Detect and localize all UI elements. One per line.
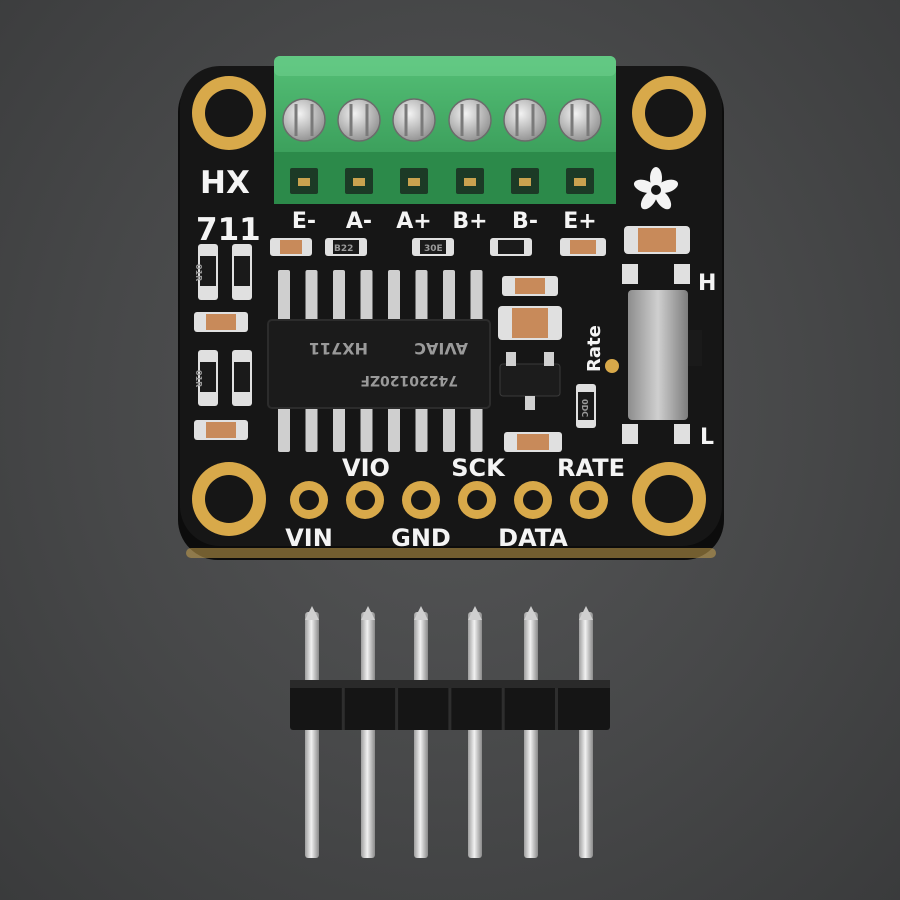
- header-pad-2: [346, 481, 384, 519]
- header-bottom-label-1: VIN: [285, 524, 333, 552]
- header-bottom-label-3: DATA: [498, 524, 568, 552]
- chip-pin: [470, 406, 483, 452]
- terminal-label-6: E+: [563, 209, 596, 234]
- mounting-hole-top-left: [192, 76, 266, 150]
- header-pins: [290, 606, 610, 858]
- header-pin-2: [361, 606, 375, 858]
- board-name-line1: HX: [200, 165, 250, 201]
- header-pad-4: [458, 481, 496, 519]
- terminal-screw-2: [337, 98, 381, 194]
- chip-pin: [305, 270, 318, 322]
- header-bottom-label-2: GND: [391, 524, 451, 552]
- header-pin-5: [524, 606, 538, 858]
- switch-rate-label: Rate: [584, 325, 605, 372]
- chip-code: 74220120ZF: [360, 372, 458, 388]
- terminal-screw-6: [558, 98, 602, 194]
- chip-pin: [470, 270, 483, 322]
- terminal-label-5: B-: [512, 209, 538, 234]
- chip-pin: [443, 270, 455, 322]
- header-pad-5: [514, 481, 552, 519]
- header-pin-3: [414, 606, 428, 858]
- terminal-label-4: B+: [452, 209, 487, 234]
- resistor-code-01r-a: 01R: [194, 264, 203, 281]
- terminal-screws: [282, 98, 602, 194]
- terminal-screw-4: [448, 98, 492, 194]
- header-labels: VIO SCK RATE VIN GND DATA: [285, 454, 625, 552]
- mounting-hole-bottom-right: [632, 462, 706, 536]
- rate-test-pad: [605, 359, 619, 373]
- resistor-code-30e: 30E: [424, 244, 443, 254]
- header-pad-1: [290, 481, 328, 519]
- chip-pin: [333, 270, 345, 322]
- chip-pin: [278, 406, 290, 452]
- chip-pin: [360, 406, 373, 452]
- header-pin-1: [305, 606, 319, 858]
- header-pads: [290, 481, 608, 519]
- terminal-block: [274, 56, 616, 204]
- chip-pin: [360, 270, 373, 322]
- header-top-label-2: SCK: [451, 454, 506, 482]
- chip-pin: [305, 406, 318, 452]
- terminal-labels: E- A- A+ B+ B- E+: [292, 209, 597, 234]
- mounting-hole-top-right: [632, 76, 706, 150]
- resistor-code-0dc: 0DC: [580, 399, 589, 417]
- chip-pin: [278, 270, 290, 322]
- chip-pin: [388, 270, 400, 322]
- terminal-label-2: A-: [346, 209, 372, 234]
- rate-slide-switch: [622, 264, 702, 444]
- header-top-label-3: RATE: [557, 454, 625, 482]
- chip-pin: [443, 406, 455, 452]
- board-name-line2: 711: [196, 212, 261, 248]
- switch-low-label: L: [700, 425, 714, 450]
- chip-pin: [388, 406, 400, 452]
- header-pin-6: [579, 606, 593, 858]
- header-plastic-strip: [290, 680, 610, 730]
- header-pin-4: [468, 606, 482, 858]
- resistor-code-b22: B22: [334, 244, 353, 254]
- chip-pin: [415, 406, 428, 452]
- chip-pins: [278, 270, 483, 452]
- header-pad-3: [402, 481, 440, 519]
- header-pad-6: [570, 481, 608, 519]
- terminal-label-1: E-: [292, 209, 316, 234]
- terminal-screw-1: [282, 98, 326, 194]
- chip-model: HX711: [309, 339, 368, 358]
- hx711-chip: 74220120ZF AVIAC HX711: [267, 270, 491, 452]
- adafruit-flower-icon: [633, 167, 679, 210]
- terminal-screw-5: [503, 98, 547, 194]
- resistor-code-01r-b: 01R: [194, 370, 203, 387]
- smd-components: B22 30E 01R 01R 0DC: [194, 226, 690, 452]
- header-top-label-1: VIO: [342, 454, 390, 482]
- chip-brand: AVIAC: [414, 339, 468, 358]
- terminal-label-3: A+: [396, 209, 431, 234]
- mounting-hole-bottom-left: [192, 462, 266, 536]
- switch-high-label: H: [698, 271, 716, 296]
- pin-header-strip: [290, 606, 610, 858]
- terminal-screw-3: [392, 98, 436, 194]
- chip-pin: [415, 270, 428, 322]
- chip-pin: [333, 406, 345, 452]
